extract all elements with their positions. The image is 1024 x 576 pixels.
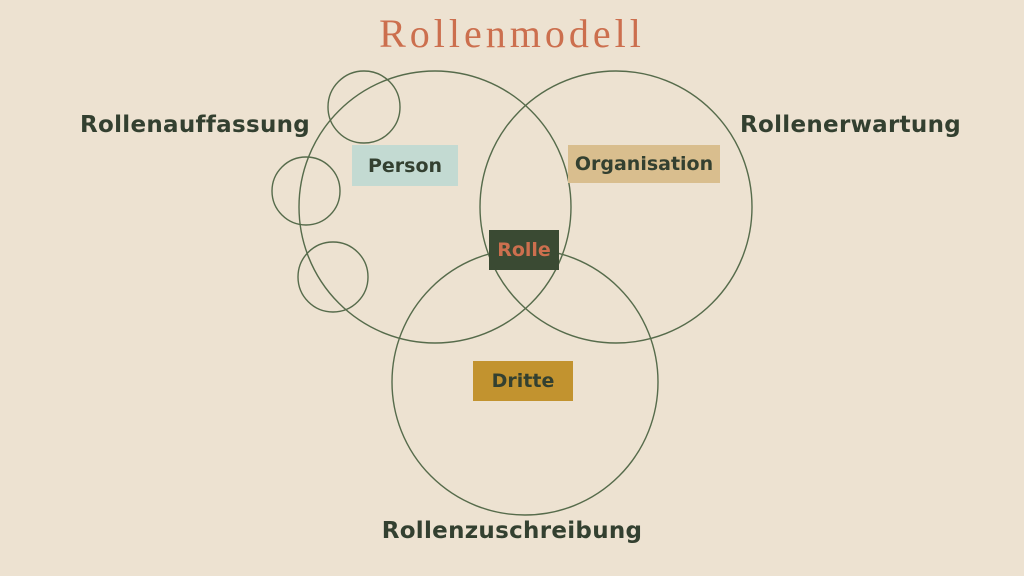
chip-rolle: Rolle	[489, 230, 559, 270]
circle-organisation	[479, 70, 753, 344]
chip-organisation: Organisation	[568, 145, 720, 183]
outer-label-rollenzuschreibung: Rollenzuschreibung	[381, 518, 643, 544]
circle-person	[298, 70, 572, 344]
decorative-circle-3	[297, 241, 369, 313]
chip-dritte: Dritte	[473, 361, 573, 401]
decorative-circle-2	[271, 156, 341, 226]
outer-label-rollenauffassung: Rollenauffassung	[80, 112, 311, 138]
outer-label-rollenerwartung: Rollenerwartung	[740, 112, 962, 138]
chip-person: Person	[352, 145, 458, 186]
page-title: Rollenmodell	[379, 11, 645, 56]
decorative-circle-1	[327, 70, 401, 144]
